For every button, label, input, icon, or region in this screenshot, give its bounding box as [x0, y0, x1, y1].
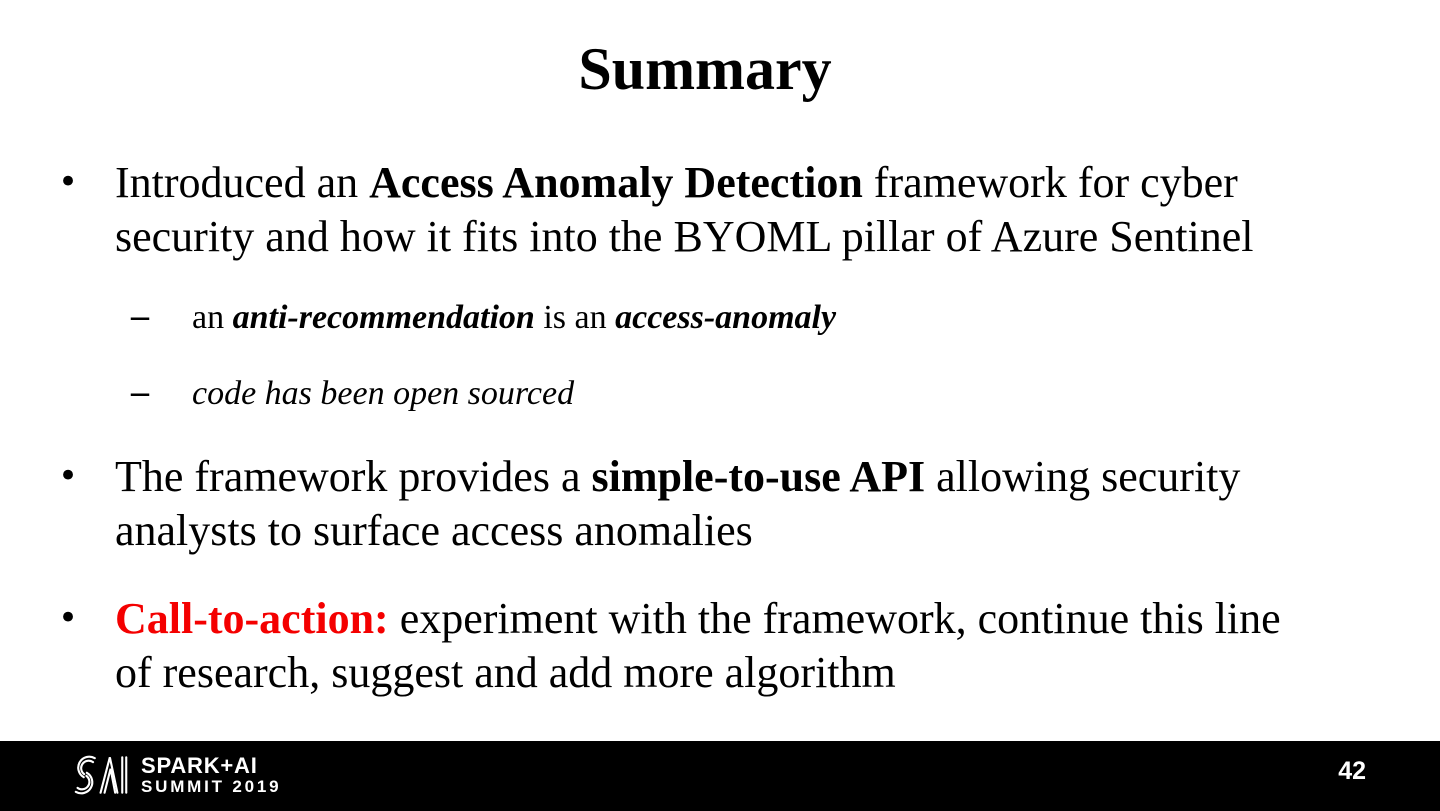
- spark-ai-summit-mark-icon: [74, 755, 128, 795]
- bullet-item-1: • Introduced an Access Anomaly Detection…: [58, 156, 1254, 264]
- footer-bar: SPARK+AI SUMMIT 2019 42: [0, 741, 1440, 811]
- text-run: allowing security: [925, 452, 1241, 501]
- bullet-text-line: The framework provides a simple-to-use A…: [115, 450, 1240, 504]
- slide-page-number: 42: [1338, 757, 1366, 785]
- logo-wordmark: SPARK+AI SUMMIT 2019: [141, 754, 281, 796]
- bullet-dot-icon: •: [58, 598, 79, 638]
- text-run: analysts to surface access anomalies: [115, 506, 753, 555]
- dash-marker-icon: –: [131, 371, 149, 411]
- text-run: is an: [534, 299, 616, 336]
- bullet-item-2: • The framework provides a simple-to-use…: [58, 450, 1240, 558]
- bullet-item-3: • Call-to-action: experiment with the fr…: [58, 592, 1281, 700]
- text-run: security and how it fits into the BYOML …: [115, 212, 1254, 261]
- bullet-text-line: code has been open sourced: [192, 372, 574, 416]
- bullet-dot-icon: •: [58, 456, 79, 496]
- dash-marker-icon: –: [131, 295, 149, 335]
- logo-line-2: SUMMIT 2019: [141, 777, 282, 796]
- text-run-bold-italic: anti-recommendation: [232, 299, 535, 336]
- spark-ai-summit-logo: SPARK+AI SUMMIT 2019: [70, 751, 281, 799]
- text-run-bold-italic: access-anomaly: [615, 299, 837, 336]
- text-run-red-bold: Call-to-action:: [115, 594, 389, 643]
- bullet-text-line: Call-to-action: experiment with the fram…: [115, 592, 1281, 646]
- slide-title: Summary: [578, 36, 832, 102]
- bullet-text-line: security and how it fits into the BYOML …: [115, 210, 1254, 264]
- bullet-text-line: analysts to surface access anomalies: [115, 504, 1240, 558]
- text-run: The framework provides a: [115, 452, 592, 501]
- text-run: experiment with the framework, continue …: [388, 594, 1281, 643]
- bullet-text-line: of research, suggest and add more algori…: [115, 646, 1281, 700]
- sub-bullet-item-2: – code has been open sourced: [131, 371, 574, 416]
- text-run-italic: code has been open sourced: [192, 375, 575, 412]
- bullet-text-line: an anti-recommendation is an access-anom…: [192, 296, 836, 340]
- text-run: an: [192, 299, 233, 336]
- text-run: Introduced an: [115, 158, 370, 207]
- text-run: of research, suggest and add more algori…: [115, 648, 896, 697]
- sub-bullet-item-1: – an anti-recommendation is an access-an…: [131, 295, 836, 340]
- bullet-dot-icon: •: [58, 162, 79, 202]
- bullet-text-line: Introduced an Access Anomaly Detection f…: [115, 156, 1254, 210]
- text-run-bold: simple-to-use API: [591, 452, 926, 501]
- text-run: framework for cyber: [862, 158, 1238, 207]
- text-run-bold: Access Anomaly Detection: [369, 158, 863, 207]
- logo-line-1: SPARK+AI: [141, 753, 258, 778]
